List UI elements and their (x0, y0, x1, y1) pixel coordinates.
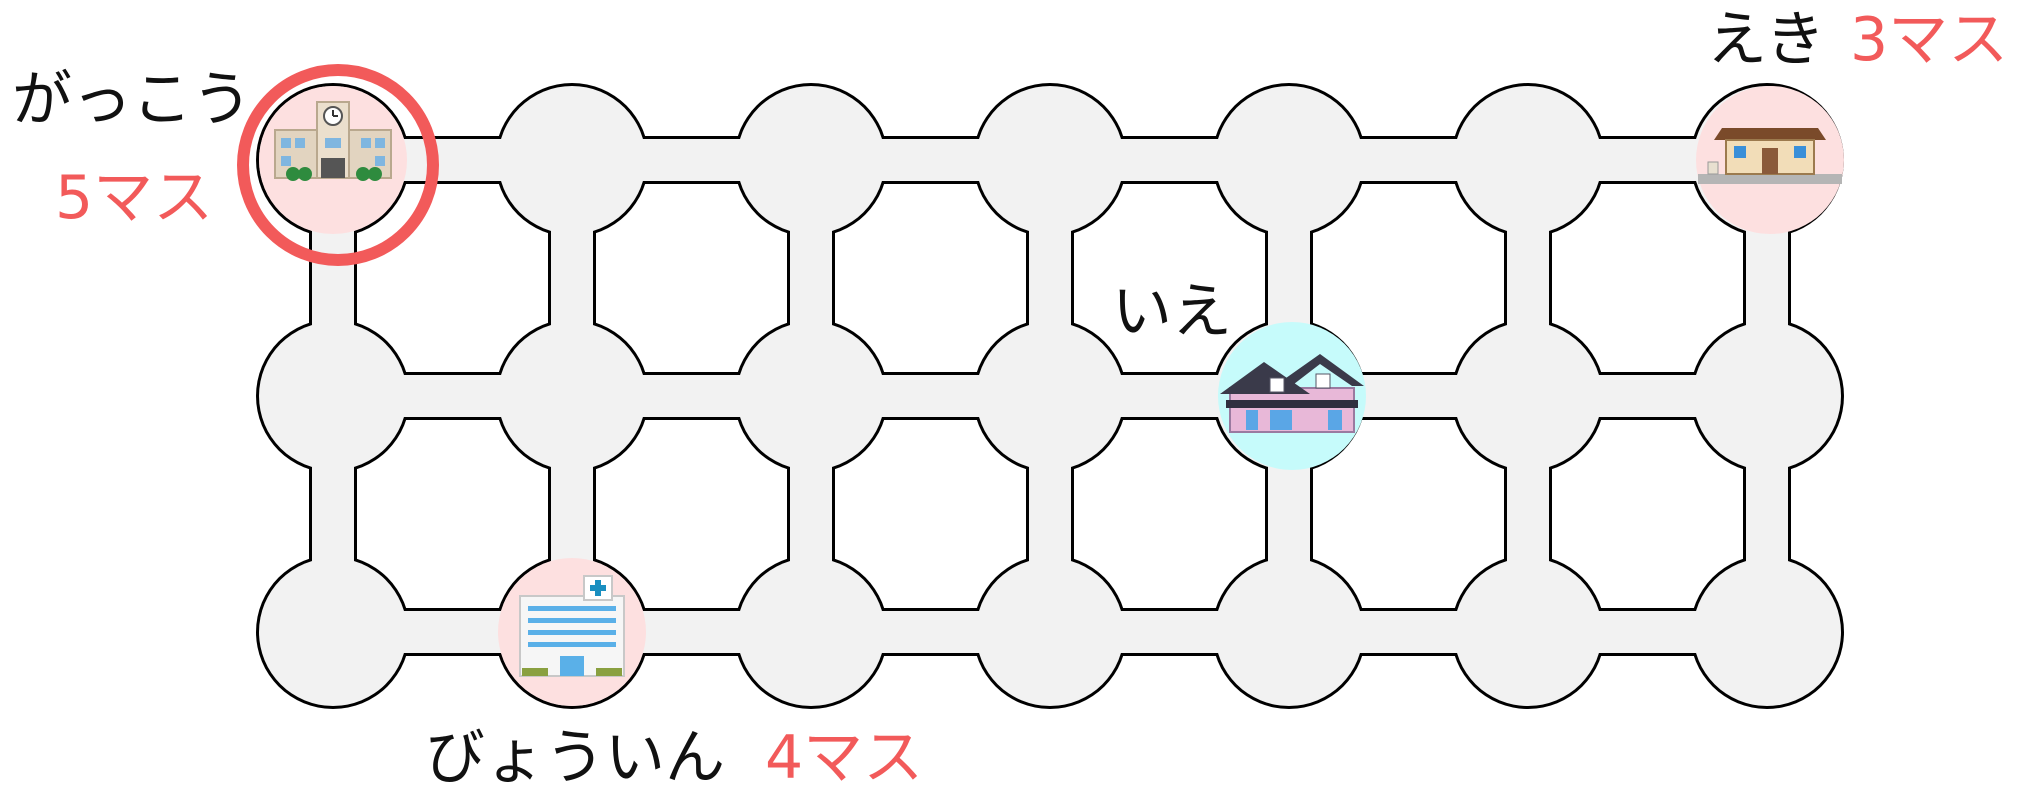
board-square (1215, 558, 1363, 706)
board-square (498, 322, 646, 470)
highlight-ring (237, 64, 439, 266)
school-label: がっこう (12, 65, 252, 135)
board-square (1215, 86, 1363, 234)
school-building-icon (259, 86, 407, 234)
board-square (737, 322, 885, 470)
home-label: いえ (1112, 277, 1232, 347)
board-square (976, 322, 1124, 470)
school-steps: 5マス (55, 163, 214, 233)
station-label: えき (1707, 5, 1826, 75)
hospital-label: びょういん (425, 723, 725, 793)
board-square (1693, 322, 1841, 470)
train-station-icon (1696, 86, 1844, 234)
board-square (498, 86, 646, 234)
board-square (1454, 322, 1602, 470)
board-square (737, 86, 885, 234)
board-square (976, 558, 1124, 706)
board-square (737, 558, 885, 706)
board-square (259, 558, 407, 706)
board-square (1693, 558, 1841, 706)
hospital-icon (498, 558, 646, 706)
house-icon (1218, 322, 1366, 470)
board-square (259, 322, 407, 470)
board-square (976, 86, 1124, 234)
board-square (1454, 86, 1602, 234)
station-steps: 3マス (1850, 5, 2009, 75)
hospital-steps: 4マス (765, 723, 924, 793)
board-square (1454, 558, 1602, 706)
